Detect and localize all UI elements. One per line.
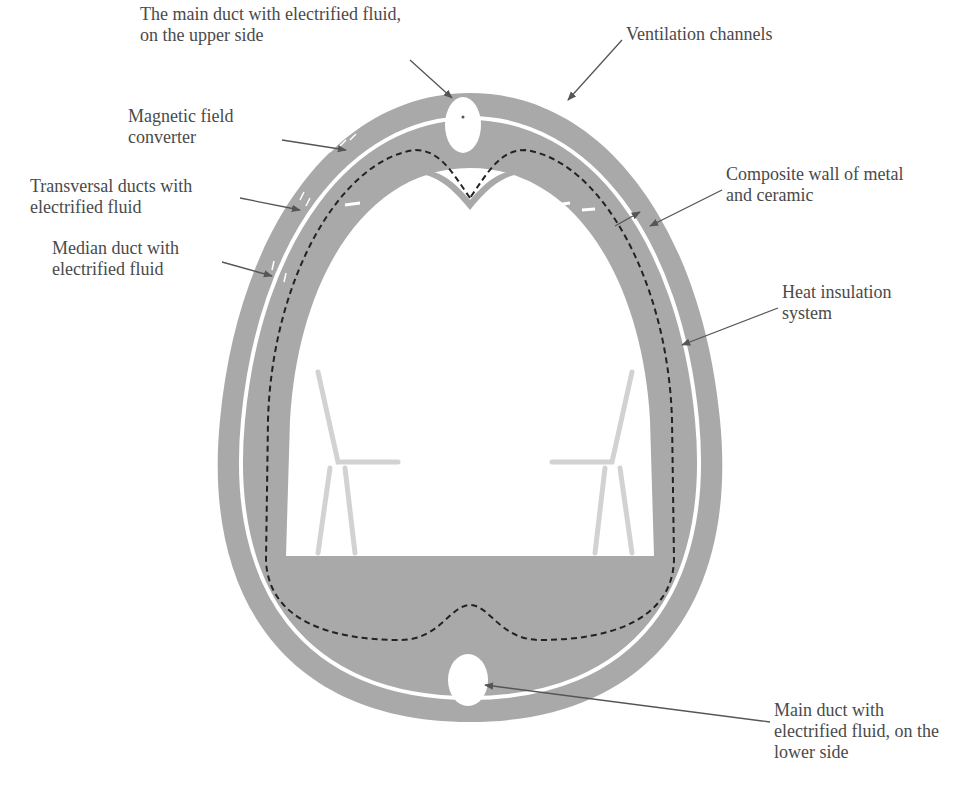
- callout-label: Magnetic field converter: [128, 106, 278, 148]
- callout-label: Composite wall of metal and ceramic: [726, 164, 916, 206]
- callout-label: The main duct with electrified fluid, on…: [140, 4, 415, 46]
- callout-label: Ventilation channels: [626, 24, 846, 45]
- callout-label: Heat insulation system: [782, 282, 932, 324]
- callout-label: Median duct with electrified fluid: [52, 238, 222, 280]
- callout-label: Transversal ducts with electrified fluid: [30, 176, 245, 218]
- callout-label: Main duct with electrified fluid, on the…: [774, 700, 939, 763]
